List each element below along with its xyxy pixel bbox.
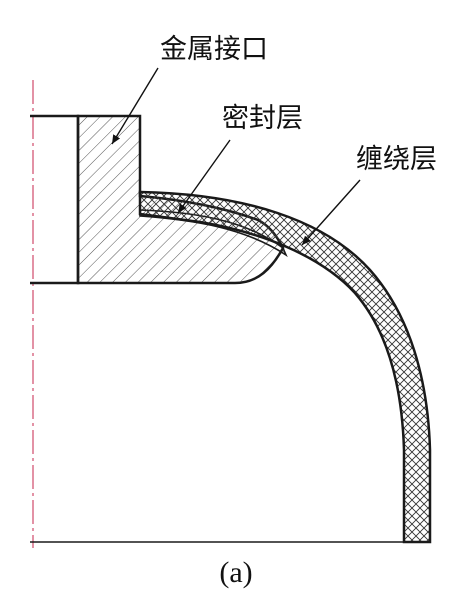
winding-layer-label: 缠绕层 [356, 144, 437, 175]
metal-port-label: 金属接口 [160, 34, 268, 65]
seal-layer-leader [177, 139, 231, 214]
figure-caption: (a) [219, 556, 252, 589]
seal-layer-label: 密封层 [222, 103, 303, 134]
port-opening [30, 114, 80, 285]
metal-port-leader [111, 67, 159, 145]
winding-layer-leader [301, 179, 361, 246]
winding-layer-section [138, 190, 432, 544]
